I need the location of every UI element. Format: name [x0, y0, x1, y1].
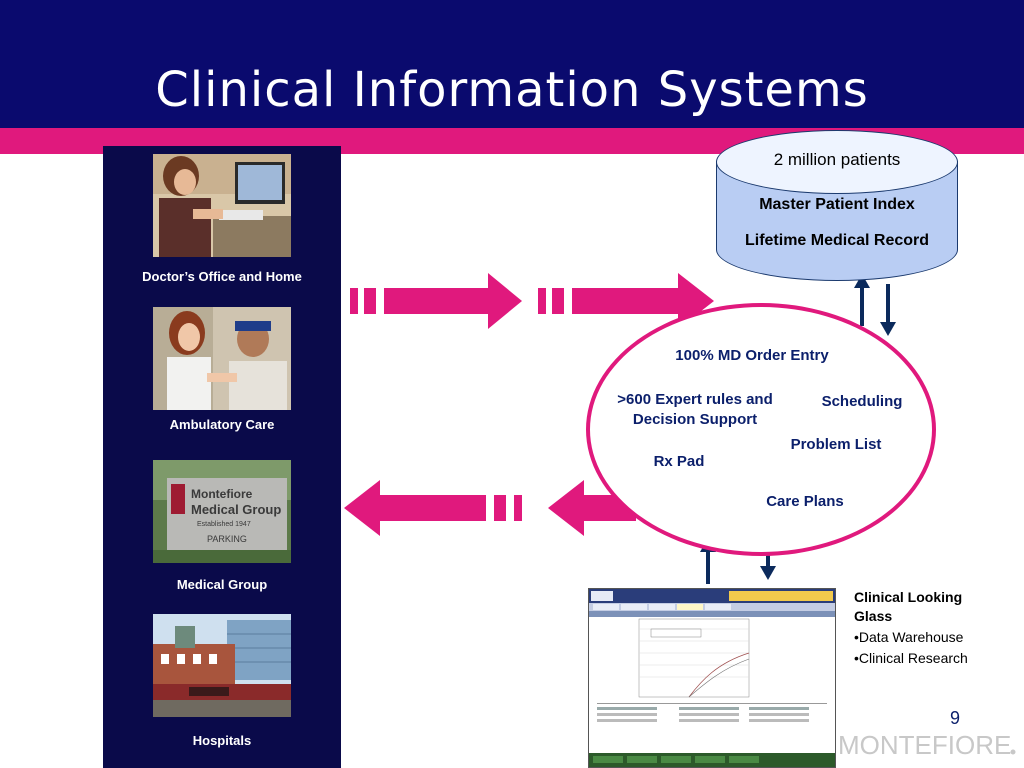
database-label-mpi: Master Patient Index — [759, 196, 915, 213]
care-sites-panel: Doctor’s Office and Home Ambulatory Care… — [103, 146, 341, 768]
site-caption-doctors-office: Doctor’s Office and Home — [142, 269, 302, 284]
sign-text-3: Established 1947 — [197, 521, 251, 528]
right-arrow-1 — [350, 273, 522, 329]
looking-glass-title: Clinical Looking Glass — [854, 589, 963, 624]
sign-text-2: Medical Group — [191, 502, 281, 517]
title-bar — [0, 0, 1024, 128]
feature-problem-list: Problem List — [790, 436, 882, 453]
db-arrows — [854, 274, 896, 336]
left-arrow-1 — [344, 480, 522, 536]
feature-scheduling: Scheduling — [821, 393, 903, 410]
doctor-at-computer-photo — [153, 154, 291, 257]
slide-title: Clinical Information Systems — [155, 62, 869, 118]
medical-group-sign-photo: Montefiore Medical Group Established 194… — [153, 460, 291, 563]
hospital-building-photo — [153, 614, 291, 717]
site-caption-hospitals: Hospitals — [192, 733, 252, 748]
page-number: 9 — [950, 708, 961, 728]
sign-text-4: PARKING — [207, 534, 247, 544]
master-patient-index-database: 2 million patients Master Patient Index … — [716, 130, 958, 281]
doctor-with-patient-photo — [153, 307, 291, 410]
feature-rx-pad: Rx Pad — [653, 453, 705, 470]
montefiore-logo: MONTEFIORE — [838, 730, 1016, 760]
looking-glass-item-warehouse: •Data Warehouse — [854, 629, 964, 645]
clinical-features-oval — [586, 303, 936, 556]
svg-text:MONTEFIORE: MONTEFIORE — [838, 730, 1011, 760]
site-caption-ambulatory-care: Ambulatory Care — [169, 417, 275, 432]
database-label-lmr: Lifetime Medical Record — [744, 232, 930, 249]
right-arrow-2 — [538, 273, 714, 329]
site-caption-medical-group: Medical Group — [176, 577, 268, 592]
feature-order-entry: 100% MD Order Entry — [675, 347, 829, 364]
database-patient-count: 2 million patients — [773, 150, 901, 169]
looking-glass-item-research: •Clinical Research — [854, 650, 968, 666]
sign-text-1: Montefiore — [191, 487, 253, 501]
feature-expert-rules: >600 Expert rules and Decision Support — [617, 391, 773, 428]
clinical-looking-glass-screenshot — [588, 588, 836, 768]
feature-care-plans: Care Plans — [766, 493, 844, 510]
